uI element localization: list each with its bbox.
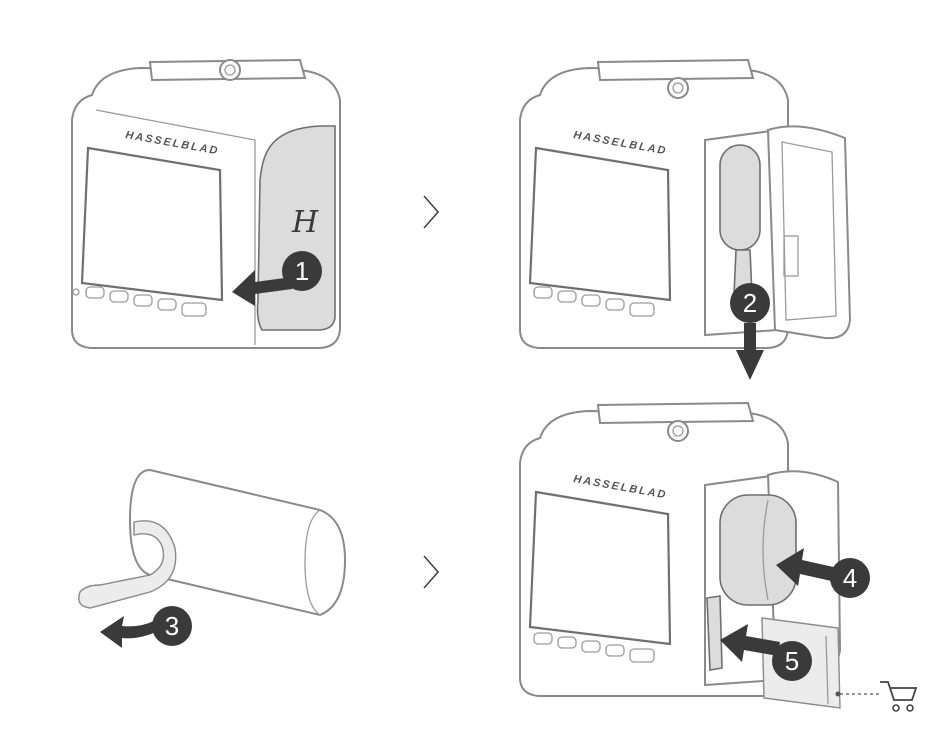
svg-text:1: 1 [295, 256, 309, 286]
battery-with-tab: 3 [79, 470, 345, 648]
battery-pulling [720, 145, 760, 250]
door-logo: H [291, 205, 319, 240]
battery-inserted [720, 495, 796, 605]
svg-text:5: 5 [785, 646, 799, 676]
peel-arrow [100, 616, 160, 648]
camera-closed-door: HASSELBLAD H 1 [72, 60, 340, 348]
pull-tab [79, 521, 176, 608]
camera-insert-battery-card: HASSELBLAD 4 5 [520, 403, 880, 708]
shopping-cart-icon [880, 682, 916, 711]
chevron-right-icon [424, 196, 438, 228]
svg-text:4: 4 [843, 563, 857, 593]
chevron-right-icon [424, 556, 438, 588]
svg-text:2: 2 [743, 288, 757, 318]
camera-open-door: HASSELBLAD 2 [520, 60, 850, 380]
sd-card-slot [707, 596, 722, 670]
svg-text:3: 3 [165, 611, 179, 641]
open-door [768, 126, 850, 338]
